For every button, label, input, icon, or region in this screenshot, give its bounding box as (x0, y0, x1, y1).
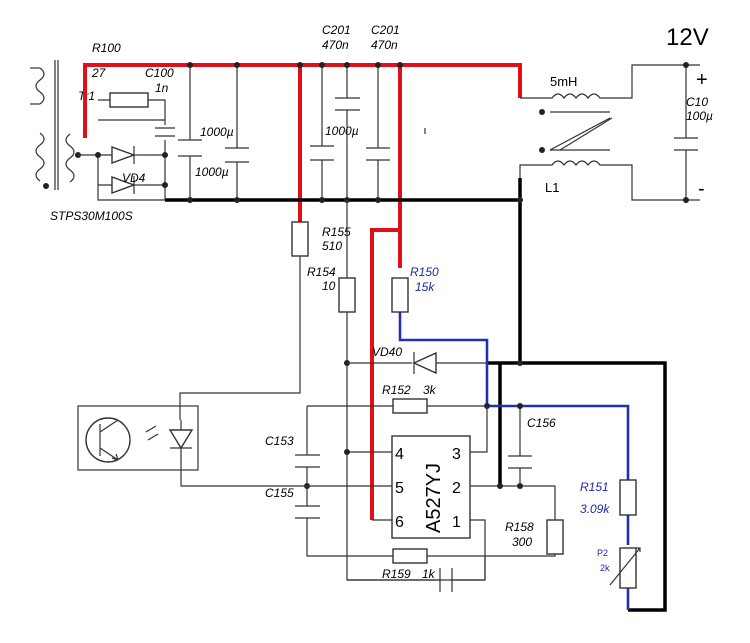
svg-text:1n: 1n (155, 81, 169, 95)
svg-text:STPS30M100S: STPS30M100S (50, 209, 133, 223)
feedback-path (398, 312, 630, 610)
svg-text:27: 27 (91, 66, 107, 80)
svg-text:3k: 3k (423, 383, 437, 397)
ic-wiring (200, 406, 556, 580)
svg-text:10: 10 (322, 279, 336, 293)
svg-text:C155: C155 (265, 486, 294, 500)
svg-text:1000µ: 1000µ (195, 165, 229, 179)
svg-text:P2: P2 (597, 548, 608, 558)
svg-text:4: 4 (395, 446, 404, 463)
svg-text:15k: 15k (415, 280, 435, 294)
svg-text:R158: R158 (505, 520, 534, 534)
svg-text:VD40: VD40 (372, 345, 402, 359)
svg-text:1000µ: 1000µ (325, 124, 359, 138)
resistor-r159: R159 1k (347, 548, 486, 592)
resistor-r151: R151 3.09k (580, 479, 637, 516)
svg-text:470n: 470n (371, 38, 398, 52)
optocoupler (77, 405, 200, 487)
svg-text:C156: C156 (527, 416, 556, 430)
svg-text:2k: 2k (600, 563, 610, 573)
diode-vd4: VD4 STPS30M100S (50, 146, 146, 223)
svg-text:R155: R155 (322, 225, 351, 239)
svg-text:1k: 1k (422, 567, 436, 581)
svg-text:R150: R150 (410, 265, 439, 279)
output-terminals: 12V + - (666, 24, 709, 200)
resistor-r152: R152 3k (307, 383, 490, 414)
trimmer-p2: P2 2k (597, 547, 641, 589)
diode-vd40: VD40 (347, 345, 523, 375)
svg-text:C100: C100 (145, 66, 174, 80)
svg-text:510: 510 (322, 239, 342, 253)
inductor-l1: 5mH L1 (519, 64, 700, 201)
svg-text:R100: R100 (92, 41, 121, 55)
svg-text:3.09k: 3.09k (580, 502, 610, 516)
resistor-r100: R100 27 (91, 41, 149, 108)
svg-text:C201: C201 (371, 23, 400, 37)
svg-text:R154: R154 (307, 265, 336, 279)
output-voltage-label: 12V (666, 24, 709, 51)
svg-text:L1: L1 (545, 180, 559, 195)
svg-text:C201: C201 (322, 23, 351, 37)
svg-text:R152: R152 (382, 383, 411, 397)
svg-text:C10: C10 (686, 95, 708, 109)
rectifier-wiring (78, 99, 168, 201)
svg-text:R151: R151 (580, 480, 609, 494)
svg-text:2: 2 (452, 480, 461, 497)
capacitor-c153: C153 (265, 406, 320, 486)
capacitor-c155: C155 (265, 483, 393, 557)
ic-part-label: A527YJ (423, 463, 445, 533)
resistor-r158: R158 300 (485, 519, 564, 557)
svg-text:R159: R159 (382, 567, 411, 581)
plus-terminal: + (696, 69, 708, 91)
svg-text:5: 5 (395, 480, 404, 497)
capacitor-c201-a: C201 470n (322, 23, 360, 200)
capacitor-bulk-3: 1000µ (310, 65, 359, 200)
capacitor-c10: C10 100µ (674, 62, 713, 203)
svg-text:VD4: VD4 (122, 171, 146, 185)
svg-text:470n: 470n (322, 38, 349, 52)
capacitor-bulk-2: 1000µ (195, 65, 249, 200)
ic-a527yj: 4 5 6 3 2 1 A527YJ (391, 435, 471, 539)
resistor-r155: R155 510 (179, 221, 351, 420)
svg-text:6: 6 (395, 514, 404, 531)
transformer-tr1: Tr1 (30, 60, 95, 190)
svg-text:1000µ: 1000µ (200, 125, 234, 139)
svg-text:1: 1 (452, 514, 461, 531)
svg-text:3: 3 (452, 446, 461, 463)
capacitor-c100: C100 1n (145, 66, 175, 137)
svg-text:300: 300 (512, 535, 532, 549)
resistor-r150: R150 15k (391, 265, 439, 313)
capacitor-c156: C156 (508, 403, 556, 486)
ground-rail (165, 178, 667, 612)
minus-terminal: - (698, 178, 705, 200)
svg-text:100µ: 100µ (686, 109, 713, 123)
capacitor-c201-b: C201 470n (366, 23, 400, 200)
svg-text:C153: C153 (265, 434, 294, 448)
svg-text:5mH: 5mH (550, 74, 577, 89)
capacitor-bulk-1: 1000µ (178, 65, 234, 200)
